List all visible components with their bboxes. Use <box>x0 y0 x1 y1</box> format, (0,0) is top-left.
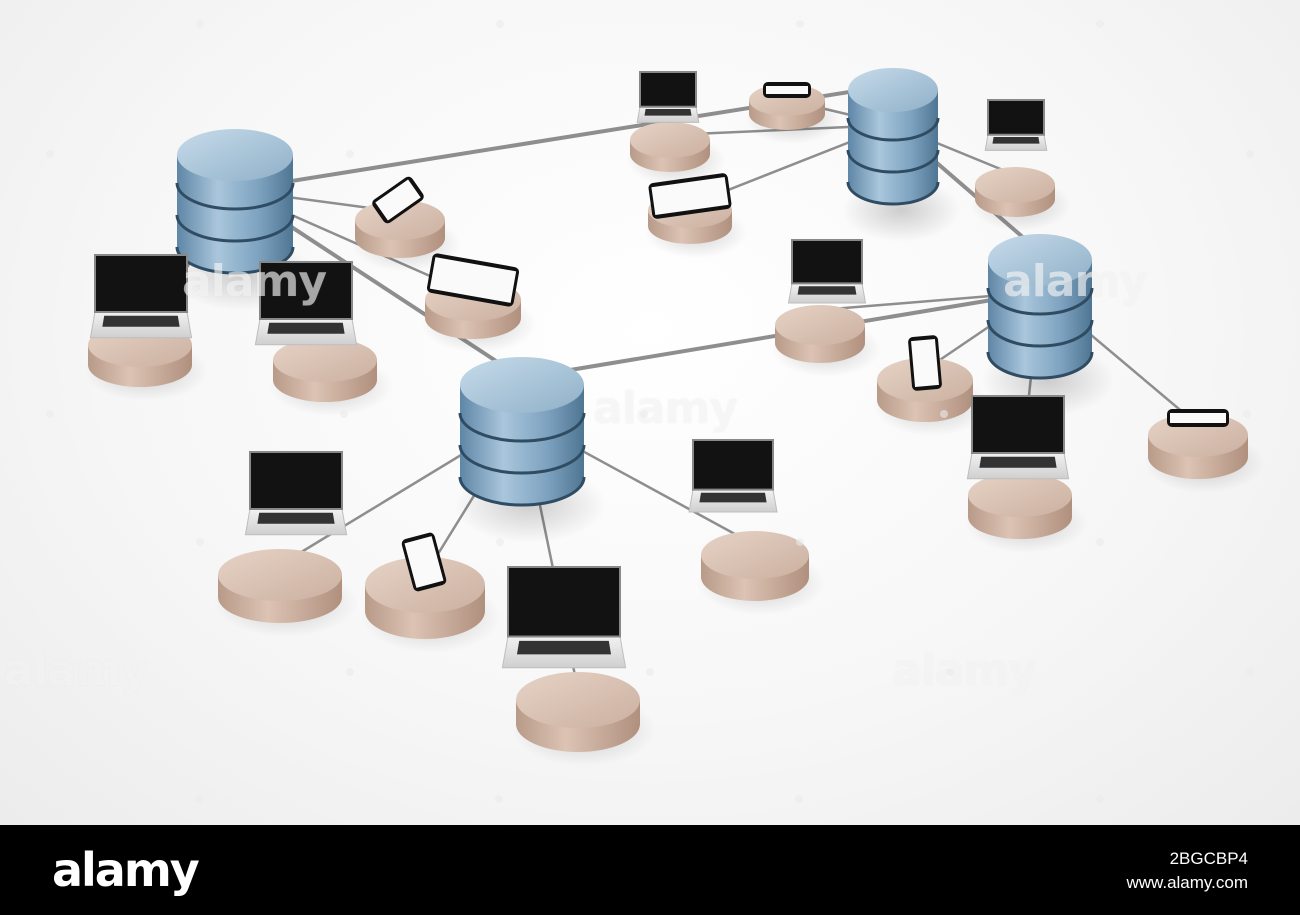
watermark-dot <box>1246 668 1254 676</box>
watermark-dot <box>796 538 804 546</box>
pedestal <box>745 84 841 144</box>
tablet-icon <box>426 253 520 307</box>
pedestal <box>512 672 656 766</box>
pedestal <box>771 305 881 377</box>
watermark-dot <box>795 795 803 803</box>
pedestal <box>351 200 461 272</box>
watermark-dot <box>1096 795 1104 803</box>
watermark-dot <box>196 538 204 546</box>
brand-logo: alamy <box>52 843 200 897</box>
watermark-dot <box>946 668 954 676</box>
watermark-dot <box>195 795 203 803</box>
image-id: 2BGCBP4 www.alamy.com <box>1126 847 1248 895</box>
pedestal <box>84 323 208 401</box>
pedestal <box>626 122 726 186</box>
watermark-dot <box>196 20 204 28</box>
watermark-dot <box>646 668 654 676</box>
watermark-dot <box>1246 150 1254 158</box>
footer-bar: alamy 2BGCBP4 www.alamy.com <box>0 825 1300 915</box>
watermark-dot <box>640 410 648 418</box>
network-nodes <box>84 68 1264 766</box>
watermark-dot <box>495 795 503 803</box>
database-server-icon <box>454 357 606 543</box>
laptop-icon <box>254 261 358 346</box>
smartphone-icon <box>908 335 942 391</box>
watermark-dot <box>346 668 354 676</box>
database-server-icon <box>842 68 960 242</box>
network-illustration: alamy alamy alamy alamy alamy <box>0 0 1300 825</box>
laptop-icon <box>966 395 1070 480</box>
laptop-icon <box>244 451 348 536</box>
watermark-dot <box>940 410 948 418</box>
laptop-icon <box>688 439 778 513</box>
database-server-icon <box>982 234 1114 416</box>
pedestal <box>971 167 1071 231</box>
pedestal <box>214 549 358 637</box>
network-diagram-photo <box>84 68 1264 766</box>
pedestal <box>964 473 1088 553</box>
laptop-icon <box>787 239 867 304</box>
site-url: www.alamy.com <box>1126 873 1248 892</box>
tablet-icon <box>648 173 732 219</box>
pedestal <box>697 531 825 615</box>
watermark-dot <box>1096 538 1104 546</box>
laptop-icon <box>636 71 700 123</box>
pedestal <box>269 338 393 416</box>
watermark-dot <box>340 410 348 418</box>
smartphone-icon <box>1167 409 1229 427</box>
watermark-dot <box>496 538 504 546</box>
smartphone-icon <box>401 532 447 592</box>
laptop-icon <box>984 99 1048 151</box>
watermark-dot <box>46 410 54 418</box>
watermark-dot <box>1096 20 1104 28</box>
laptop-icon <box>501 566 627 669</box>
laptop-icon <box>89 254 193 339</box>
smartphone-icon <box>763 82 811 98</box>
watermark-dot <box>1243 410 1251 418</box>
image-id-code: 2BGCBP4 <box>1169 849 1248 868</box>
watermark-dot <box>46 150 54 158</box>
watermark-dot <box>346 150 354 158</box>
smartphone-icon <box>372 176 424 224</box>
watermark-dot <box>496 20 504 28</box>
pedestal <box>873 358 989 436</box>
watermark-dot <box>796 20 804 28</box>
